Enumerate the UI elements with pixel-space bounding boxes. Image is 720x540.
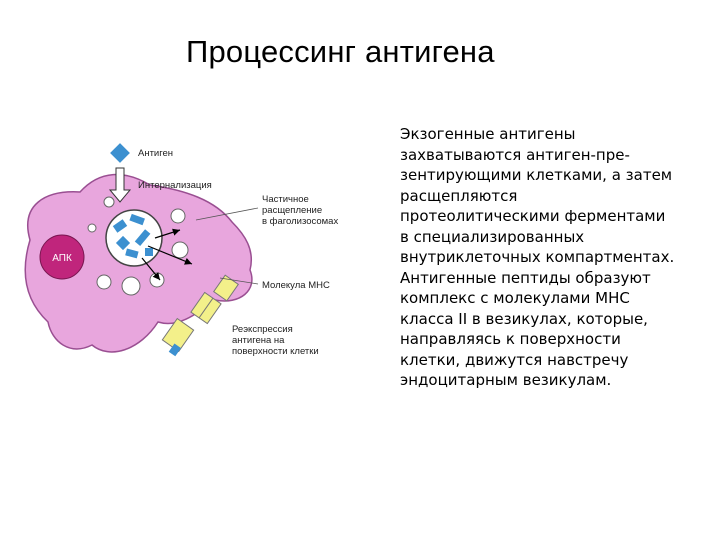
text-line: внутриклеточных компартментах. bbox=[400, 248, 675, 266]
label-partial-cleavage-1: Частичное bbox=[262, 194, 309, 205]
text-line: захватываются антиген-пре- bbox=[400, 145, 630, 164]
apc-nucleus bbox=[39, 234, 85, 280]
apc-label: АПК bbox=[52, 253, 72, 264]
label-mhc-molecule: Молекула МНС bbox=[262, 280, 330, 291]
text-line: Антигенные пептиды образуют bbox=[400, 268, 651, 287]
text-line: класса II в везикулах, которые, bbox=[400, 309, 648, 328]
text-line: эндоцитарным везикулам. bbox=[400, 371, 612, 389]
internalization-arrow bbox=[108, 167, 132, 203]
text-line: в специализированных bbox=[400, 227, 585, 246]
label-antigen: Антиген bbox=[138, 148, 173, 159]
mhc-molecule-1 bbox=[190, 291, 222, 325]
text-line: зентирующими клетками, а затем bbox=[400, 166, 673, 184]
label-reexpression-2: антигена на bbox=[232, 335, 285, 346]
antigen-processing-figure: АПК bbox=[0, 110, 390, 380]
label-partial-cleavage-2: расщепление bbox=[262, 205, 322, 216]
antigen-icon bbox=[110, 143, 130, 163]
figure-svg: АПК bbox=[24, 143, 338, 357]
text-line: Экзогенные антигены bbox=[400, 125, 576, 143]
text-line: клетки, движутся навстречу bbox=[400, 350, 629, 369]
label-reexpression-1: Реэкспрессия bbox=[232, 324, 293, 335]
mhc-molecule-2 bbox=[161, 317, 195, 357]
slide-title: Процессинг антигена bbox=[186, 34, 495, 69]
text-line: комплекс с молекулами МНС bbox=[400, 289, 630, 307]
description-text: Экзогенные антигены захватываются антиге… bbox=[400, 124, 710, 391]
text-line: протеолитическими ферментами bbox=[400, 207, 666, 225]
label-internalization: Интернализация bbox=[138, 180, 212, 191]
label-partial-cleavage-3: в фаголизосомах bbox=[262, 216, 338, 227]
text-line: расщепляются bbox=[400, 186, 518, 205]
text-line: направляясь к поверхности bbox=[400, 330, 621, 348]
label-reexpression-3: поверхности клетки bbox=[232, 346, 319, 357]
